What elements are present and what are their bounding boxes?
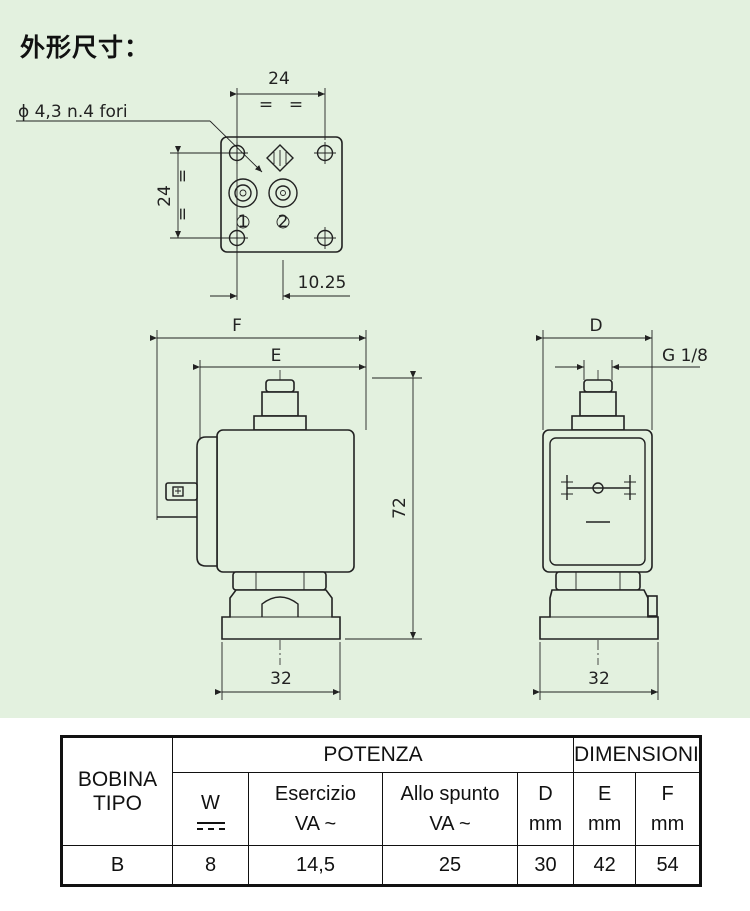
cell-w: 8 xyxy=(172,845,249,886)
height-dim: 72 xyxy=(390,497,410,519)
page-title: 外形尺寸： xyxy=(20,33,151,62)
f-unit: mm xyxy=(650,813,685,835)
subheader-esercizio: Esercizio VA ~ xyxy=(248,772,383,846)
hole-note: ϕ 4,3 n.4 fori xyxy=(18,102,128,122)
front-view: F E 72 32 xyxy=(150,316,422,700)
base-left-dim: 32 xyxy=(270,669,292,689)
side-equal-b: = xyxy=(173,207,193,221)
cell-tipo: B xyxy=(61,845,173,886)
spec-table: BOBINA TIPO POTENZA DIMENSIONI W Eserciz… xyxy=(60,735,702,887)
spunto-label: Allo spunto xyxy=(400,783,500,805)
offset-dim: 10.25 xyxy=(298,273,347,293)
w-label: W xyxy=(201,792,220,814)
subheader-w: W xyxy=(172,772,249,846)
cell-spunto: 25 xyxy=(382,845,518,886)
dim-d-label: D xyxy=(589,316,602,336)
d-label: D xyxy=(538,783,553,805)
thread-label: G 1/8 xyxy=(662,346,708,366)
top-view: 1 2 24 = = ϕ 4,3 n.4 fori 24 = = 10.25 xyxy=(16,69,350,300)
top-equal-b: = xyxy=(289,95,303,115)
e-label: E xyxy=(597,783,612,805)
table-row: B 8 14,5 25 30 42 54 xyxy=(61,845,701,886)
header-dimensioni: DIMENSIONI xyxy=(573,736,701,773)
cell-e: 42 xyxy=(572,845,637,886)
cell-f: 54 xyxy=(635,845,701,886)
side-view: D G 1/8 32 xyxy=(533,316,708,700)
dim-e-label: E xyxy=(271,346,282,366)
esercizio-label: Esercizio xyxy=(274,783,357,805)
subheader-d: D mm xyxy=(517,772,574,846)
f-label: F xyxy=(661,783,674,805)
esercizio-unit: VA ~ xyxy=(294,813,337,835)
spunto-unit: VA ~ xyxy=(429,813,471,835)
subheader-e: E mm xyxy=(572,772,637,846)
dim-f-label: F xyxy=(232,316,242,336)
dc-symbol-icon xyxy=(196,822,225,830)
base-right-dim: 32 xyxy=(588,669,610,689)
pin-1-label: 1 xyxy=(238,212,249,232)
top-width-dim: 24 xyxy=(268,69,290,89)
top-equal-a: = xyxy=(259,95,273,115)
e-unit: mm xyxy=(587,813,622,835)
d-unit: mm xyxy=(528,813,563,835)
subheader-spunto: Allo spunto VA ~ xyxy=(382,772,518,846)
technical-drawing: 1 2 24 = = ϕ 4,3 n.4 fori 24 = = 10.25 xyxy=(16,69,708,700)
subheader-f: F mm xyxy=(635,772,701,846)
header-potenza: POTENZA xyxy=(172,736,574,773)
cell-d: 30 xyxy=(517,845,574,886)
pin-2-label: 2 xyxy=(278,212,289,232)
side-equal-a: = xyxy=(173,169,193,183)
cell-esercizio: 14,5 xyxy=(248,845,383,886)
header-bobina-tipo: BOBINA TIPO xyxy=(61,736,173,846)
side-height-dim: 24 xyxy=(155,185,175,207)
